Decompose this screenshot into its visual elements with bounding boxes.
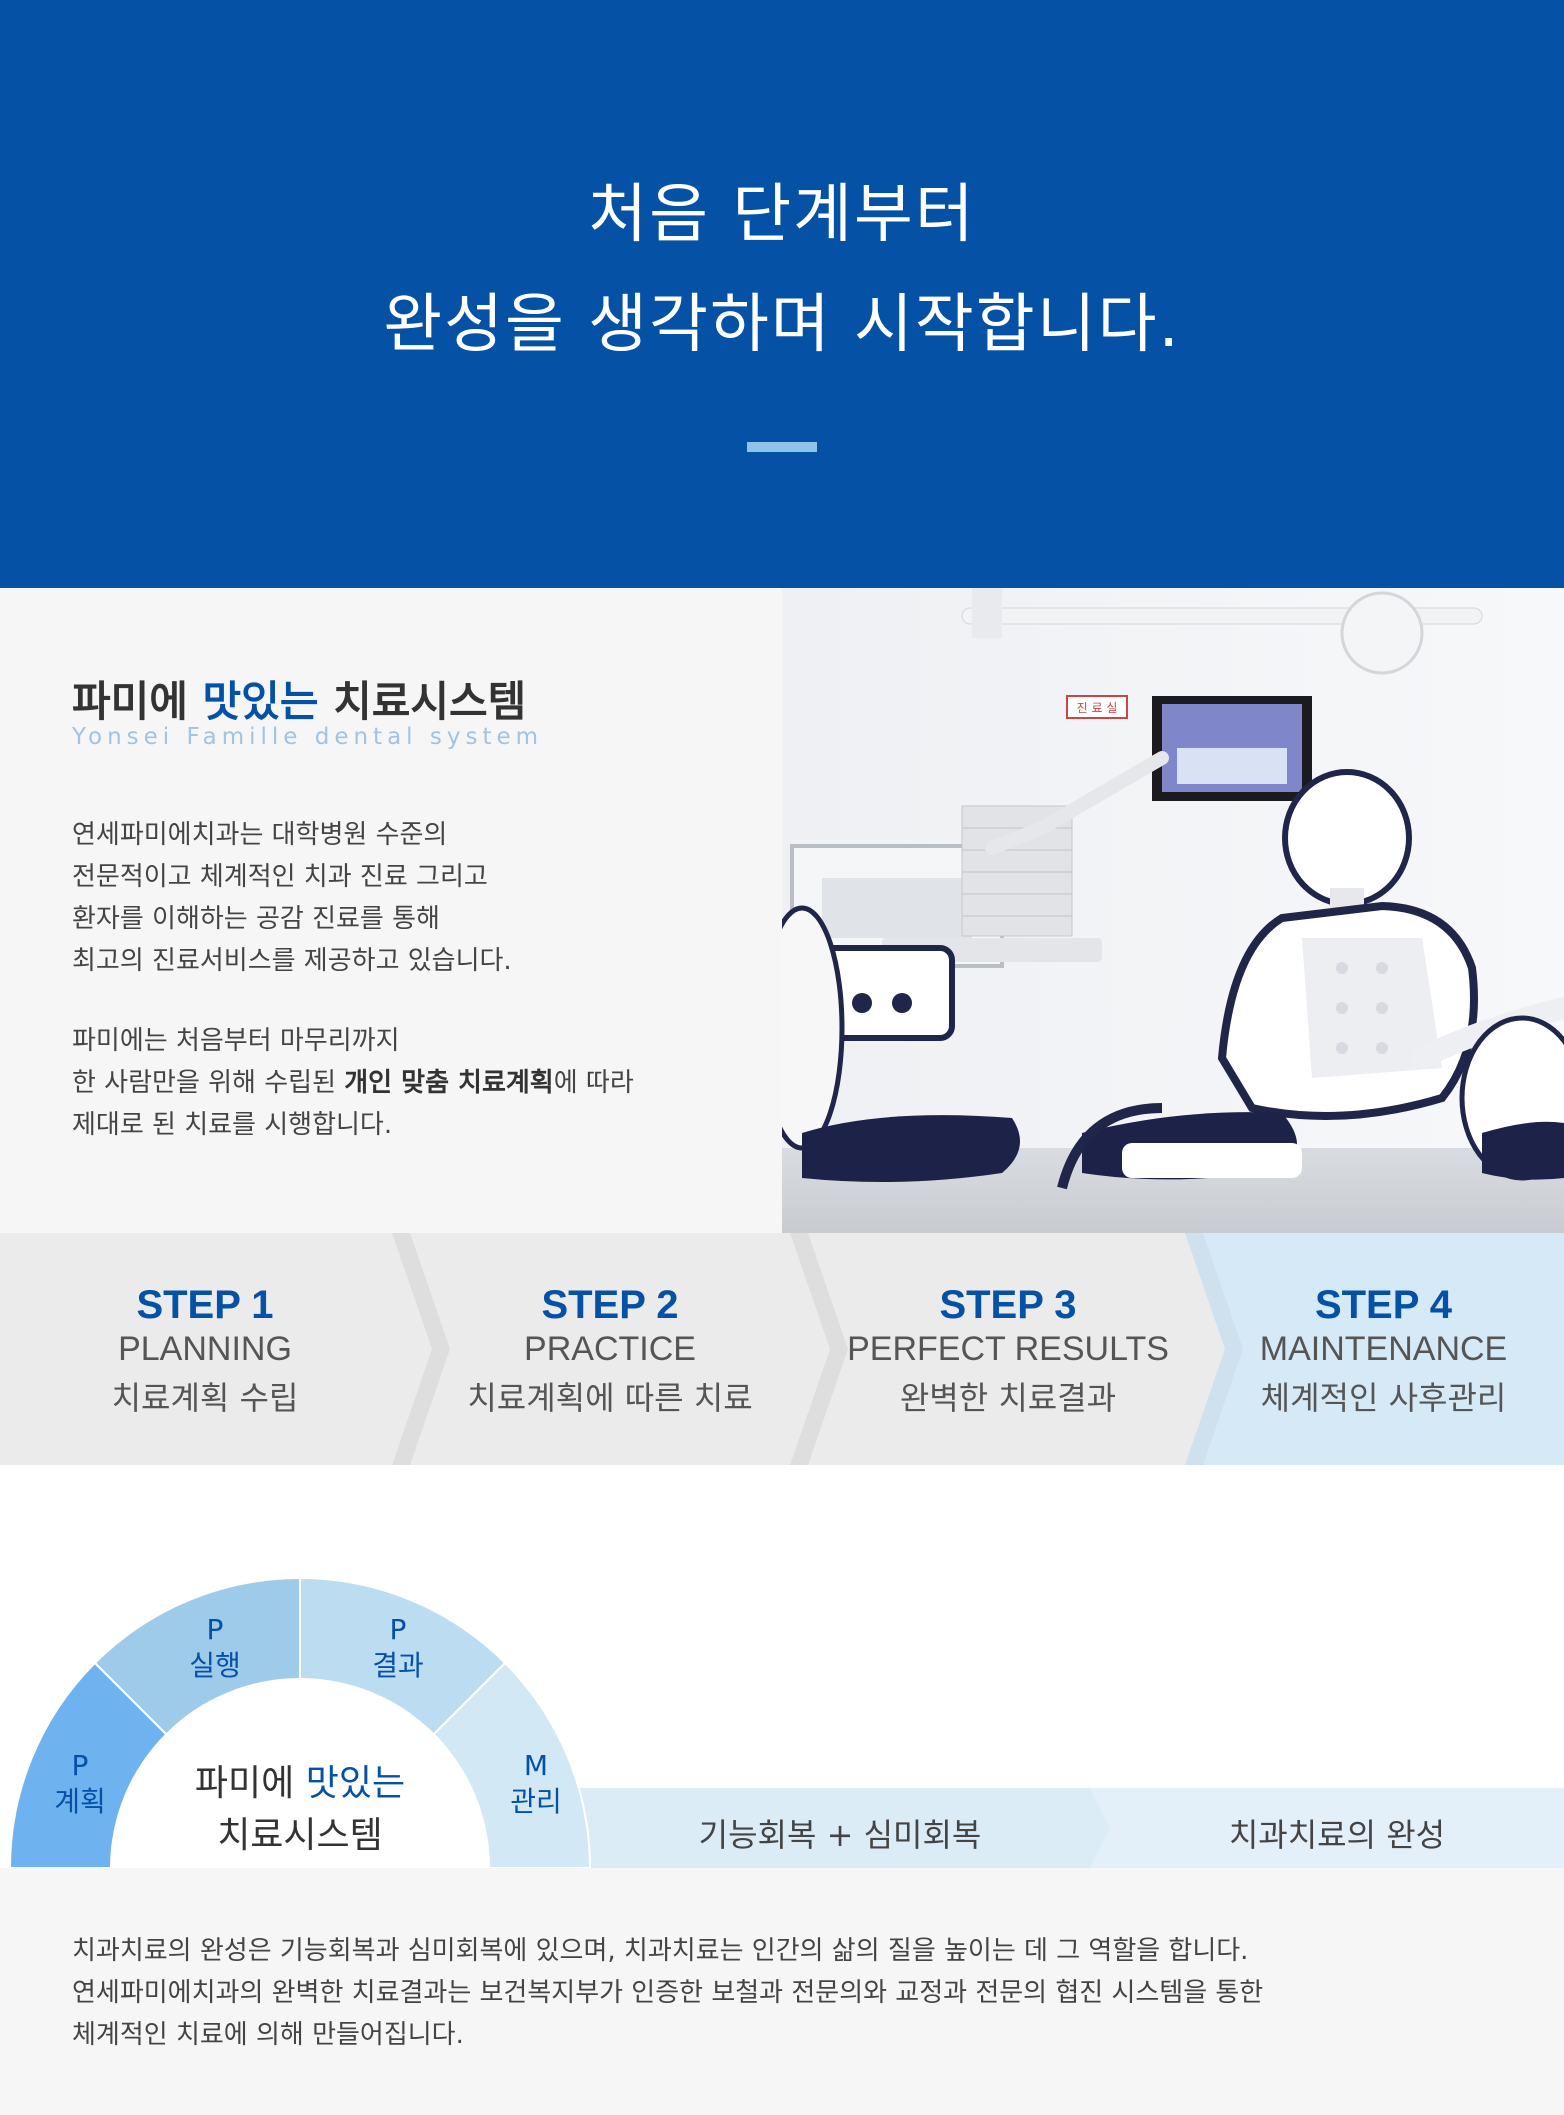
segment-letter: P [206, 1613, 224, 1646]
diagram-center-text: 파미에 맛있는 치료시스템 [150, 1758, 450, 1862]
intro-heading: 파미에 맛있는 치료시스템 [72, 668, 526, 729]
step-2: STEP 2 PRACTICE 치료계획에 따른 치료 [410, 1233, 810, 1465]
step-title: STEP 1 [136, 1283, 274, 1327]
step-1: STEP 1 PLANNING 치료계획 수립 [0, 1233, 410, 1465]
intro-heading-prefix: 파미에 [72, 677, 203, 726]
step-korean: 치료계획 수립 [111, 1379, 299, 1417]
steps-background [0, 1233, 1564, 1465]
segment-letter: P [389, 1613, 407, 1646]
center-line1: 파미에 맛있는 [150, 1758, 450, 1810]
step-korean: 완벽한 치료결과 [899, 1379, 1117, 1417]
step-english: PRACTICE [524, 1330, 696, 1368]
segment-label: 결과 [372, 1649, 424, 1682]
intro-subtitle: Yonsei Famille dental system [72, 724, 544, 750]
hero-banner: 처음 단계부터 완성을 생각하며 시작합니다. [0, 0, 1564, 588]
center-line2: 치료시스템 [217, 1815, 383, 1856]
hero-title-line2: 완성을 생각하며 시작합니다. [383, 288, 1181, 362]
intro-section: 파미에 맛있는 치료시스템 Yonsei Famille dental syst… [0, 588, 782, 1233]
segment-label: 계획 [54, 1785, 106, 1818]
hero-title: 처음 단계부터 완성을 생각하며 시작합니다. [0, 160, 1564, 380]
bottom-description: 치과치료의 완성은 기능회복과 심미회복에 있으며, 치과치료는 인간의 삶의 … [0, 1868, 1564, 2115]
intro-p1-line: 연세파미에치과는 대학병원 수준의 [72, 820, 448, 850]
step-3: STEP 3 PERFECT RESULTS 완벽한 치료결과 [808, 1233, 1208, 1465]
segment-plan: P 계획 [40, 1748, 120, 1820]
step-korean: 치료계획에 따른 치료 [467, 1379, 753, 1417]
intro-p2-suffix: 에 따라 [553, 1068, 634, 1098]
treatment-steps: STEP 1 PLANNING 치료계획 수립 STEP 2 PRACTICE … [0, 1233, 1564, 1465]
clinic-sign: 진 료 실 [1077, 701, 1118, 715]
hero-title-line1: 처음 단계부터 [588, 178, 976, 252]
hero-divider [747, 442, 817, 452]
step-title: STEP 3 [939, 1283, 1077, 1327]
dental-chair-illustration: 진 료 실 [782, 588, 1564, 1233]
step-4: STEP 4 MAINTENANCE 체계적인 사후관리 [1203, 1233, 1564, 1465]
intro-p2-prefix: 한 사람만을 위해 수립된 [72, 1068, 345, 1098]
segment-label: 실행 [189, 1649, 241, 1682]
intro-p2-line: 한 사람만을 위해 수립된 개인 맞춤 치료계획에 따라 [72, 1062, 634, 1104]
intro-p1-line: 환자를 이해하는 공감 진료를 통해 [72, 904, 440, 934]
bottom-paragraph: 치과치료의 완성은 기능회복과 심미회복에 있으며, 치과치료는 인간의 삶의 … [72, 1930, 1263, 2056]
intro-paragraph-1: 연세파미에치과는 대학병원 수준의 전문적이고 체계적인 치과 진료 그리고 환… [72, 814, 512, 982]
intro-paragraph-2: 파미에는 처음부터 마무리까지 한 사람만을 위해 수립된 개인 맞춤 치료계획… [72, 1020, 634, 1146]
segment-letter: M [523, 1749, 549, 1782]
step-english: PERFECT RESULTS [847, 1330, 1169, 1368]
intro-p1-line: 최고의 진료서비스를 제공하고 있습니다. [72, 946, 512, 976]
band-2-label: 치과치료의 완성 [1228, 1816, 1446, 1854]
intro-heading-suffix: 치료시스템 [318, 677, 527, 726]
center-highlight: 맛있는 [305, 1763, 406, 1804]
clinic-photo: 진 료 실 [782, 588, 1564, 1233]
segment-label: 관리 [510, 1785, 562, 1818]
bottom-line: 연세파미에치과의 완벽한 치료결과는 보건복지부가 인증한 보철과 전문의와 교… [72, 1978, 1264, 2008]
intro-heading-highlight: 맛있는 [202, 677, 319, 726]
step-english: PLANNING [118, 1330, 292, 1368]
bottom-line: 치과치료의 완성은 기능회복과 심미회복에 있으며, 치과치료는 인간의 삶의 … [72, 1936, 1249, 1966]
intro-p2-bold: 개인 맞춤 치료계획 [344, 1068, 554, 1098]
bottom-line: 체계적인 치료에 의해 만들어집니다. [72, 2020, 464, 2050]
step-english: MAINTENANCE [1259, 1330, 1508, 1368]
segment-letter: P [71, 1749, 89, 1782]
step-title: STEP 4 [1314, 1283, 1453, 1327]
intro-p1-line: 전문적이고 체계적인 치과 진료 그리고 [72, 862, 488, 892]
intro-p2-line: 제대로 된 치료를 시행합니다. [72, 1110, 393, 1140]
segment-practice: P 실행 [175, 1612, 255, 1684]
band-1-label: 기능회복 + 심미회복 [698, 1816, 982, 1854]
segment-manage: M 관리 [496, 1748, 576, 1820]
intro-p2-line: 파미에는 처음부터 마무리까지 [72, 1026, 400, 1056]
step-title: STEP 2 [541, 1283, 679, 1327]
step-korean: 체계적인 사후관리 [1260, 1379, 1507, 1417]
center-prefix: 파미에 [194, 1763, 306, 1804]
segment-result: P 결과 [358, 1612, 438, 1684]
